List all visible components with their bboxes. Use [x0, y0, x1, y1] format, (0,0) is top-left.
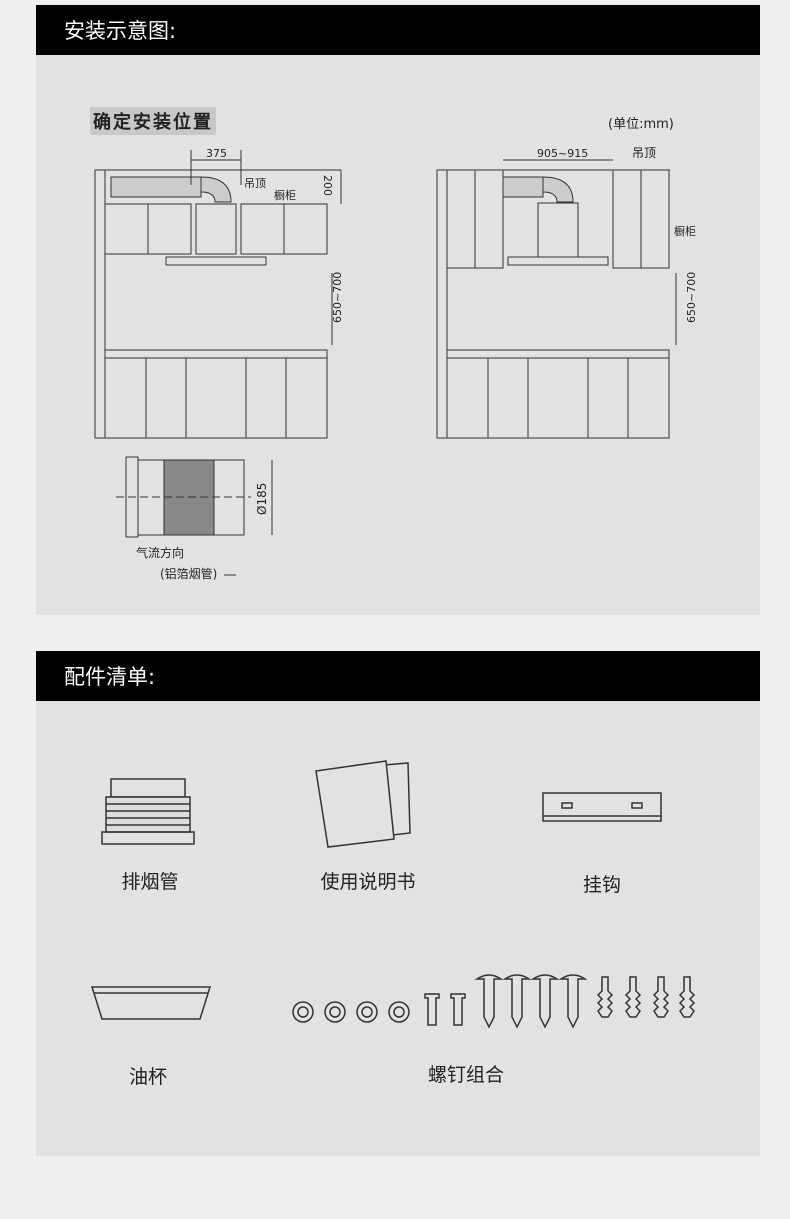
right-ceiling-label: 吊顶 [632, 146, 656, 160]
accessory-label: 排烟管 [121, 871, 179, 893]
exhaust-pipe-icon [101, 778, 195, 845]
accessory-label: 挂钩 [582, 874, 621, 896]
section-header: 安装示意图: [36, 5, 760, 55]
accessory-label: 螺钉组合 [427, 1064, 504, 1086]
installation-panel: 安装示意图: 确定安装位置 (单位:mm) [36, 5, 760, 615]
right-height-dim: 650~700 [685, 272, 698, 323]
left-width-dim: 375 [206, 147, 227, 160]
right-cabinet-label: 橱柜 [674, 224, 696, 238]
airflow-label: 气流方向 [136, 545, 184, 560]
accessories-illustrations [90, 760, 696, 1029]
left-height-dim: 650~700 [331, 272, 344, 323]
installation-diagram: 375 吊顶 橱柜 200 650~700 905~915 吊顶 橱柜 650~… [94, 146, 698, 581]
left-top-dim: 200 [321, 175, 334, 196]
section-header: 配件清单: [36, 651, 760, 701]
oil-cup-icon [90, 986, 212, 1020]
pipe-diameter: Ø185 [255, 483, 269, 515]
left-ceiling-label: 吊顶 [244, 177, 266, 190]
section-subtitle: 确定安装位置 [90, 107, 216, 135]
accessory-label: 使用说明书 [320, 871, 416, 893]
hook-icon [542, 792, 662, 822]
right-width-dim: 905~915 [537, 147, 588, 160]
manual-icon [315, 760, 411, 848]
accessory-label: 油杯 [128, 1066, 167, 1088]
screw-set-icon [292, 974, 696, 1029]
left-cabinet-label: 橱柜 [274, 188, 296, 202]
pipe-caption: (铝箔烟管) [160, 566, 217, 581]
unit-label: (单位:mm) [608, 117, 674, 132]
accessories-panel: 配件清单: 排烟管 使用说明书 挂钩 油杯 螺钉组合 [36, 651, 760, 1156]
